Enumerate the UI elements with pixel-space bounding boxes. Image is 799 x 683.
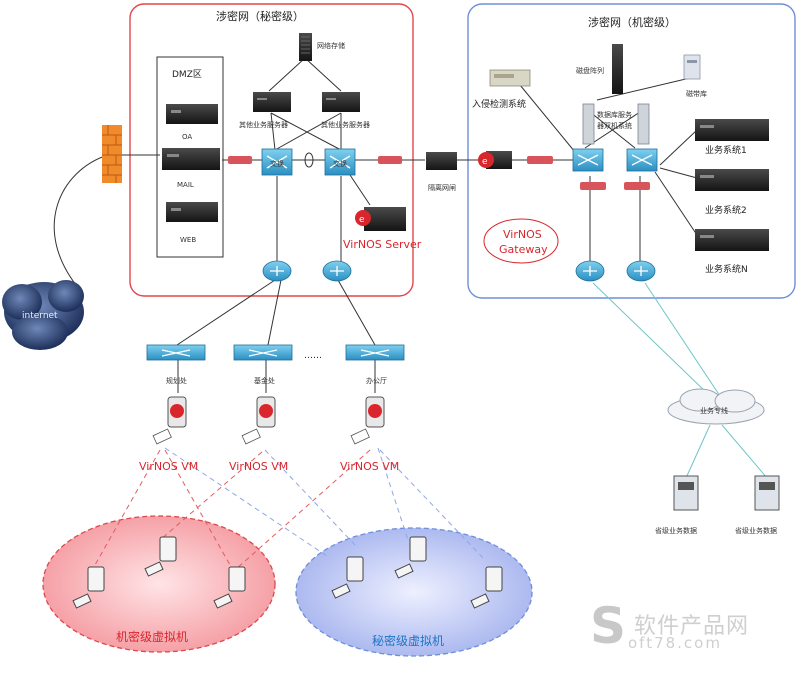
core-switch-a-label: 交换 — [270, 159, 284, 168]
biz-system-1-icon — [695, 119, 769, 141]
virnos-gateway-bubble — [483, 218, 559, 264]
vm-client-2-icon — [241, 396, 276, 445]
provincial-label-1: 省级业务数据 — [655, 526, 697, 535]
ids-label: 入侵检测系统 — [472, 98, 526, 110]
secret-zone-title: 涉密网（秘密级） — [216, 9, 304, 23]
svg-text:e: e — [359, 215, 365, 225]
access-switch-left-a — [262, 260, 292, 282]
branch-switch-1 — [146, 344, 206, 361]
server-b-icon — [322, 92, 360, 112]
dedicated-lines — [592, 282, 768, 479]
watermark-logo-letter: S — [590, 597, 627, 655]
confidential-zone-box — [467, 3, 796, 299]
dmz-server-mail — [162, 148, 220, 170]
provincial-server-1-icon — [673, 475, 699, 511]
biz-system-2-label: 业务系统2 — [705, 204, 747, 216]
dmz-server-oa — [166, 104, 218, 124]
tape-library-label: 磁带库 — [686, 89, 707, 98]
firewall-icon — [102, 125, 122, 183]
vm-client-3-icon — [350, 396, 385, 445]
vm-label-2: VirNOS VM — [229, 460, 288, 473]
pool-terminal-icons — [72, 536, 503, 609]
secret-zone-box — [129, 3, 414, 297]
dmz-server-web — [166, 202, 218, 222]
gatekeeper-label: 隔离网闸 — [428, 183, 456, 192]
server-a-label: 其他业务服务器 — [239, 120, 288, 129]
vm-client-1-icon — [152, 396, 187, 445]
internet-label: internet — [22, 311, 58, 321]
branch-dots: …… — [304, 351, 322, 361]
vm-label-1: VirNOS VM — [139, 460, 198, 473]
virnos-server-label: VirNOS Server — [343, 238, 422, 251]
virnos-gateway-label-1: VirNOS — [503, 228, 542, 241]
vm-links — [94, 447, 486, 571]
dmz-oa-label: OA — [182, 133, 192, 141]
branch-switch-2 — [233, 344, 293, 361]
dmz-box — [156, 56, 224, 258]
biz-system-n-icon — [695, 229, 769, 251]
core-switch-a-icon — [261, 148, 293, 176]
confidential-vm-pool — [42, 515, 276, 653]
confidential-zone-title: 涉密网（机密级） — [588, 15, 676, 29]
tape-library-icon — [683, 54, 701, 80]
link-module-icons — [228, 156, 650, 190]
biz-system-n-label: 业务系统N — [705, 263, 748, 275]
biz-system-1-label: 业务系统1 — [705, 144, 747, 156]
right-switch-a-icon — [572, 148, 604, 172]
virnos-gateway-label-2: Gateway — [499, 243, 548, 256]
biz-system-2-icon — [695, 169, 769, 191]
access-switch-left-b — [322, 260, 352, 282]
dmz-title: DMZ区 — [172, 69, 202, 80]
svg-text:e: e — [482, 157, 488, 167]
network-storage-label: 网络存储 — [317, 41, 345, 50]
server-b-label: 其他业务服务器 — [321, 120, 370, 129]
access-switch-right-a — [575, 260, 605, 282]
watermark-title: 软件产品网 — [634, 614, 750, 639]
core-switch-b-icon — [324, 148, 356, 176]
provincial-server-2-icon — [754, 475, 780, 511]
right-switch-b-icon — [626, 148, 658, 172]
watermark-url: oft78.com — [628, 634, 722, 652]
disk-array-label: 磁盘阵列 — [576, 66, 604, 75]
confidential-vm-pool-label: 机密级虚拟机 — [116, 629, 188, 644]
virnos-server-icon: e — [355, 207, 406, 231]
virnos-gateway-icon: e — [478, 151, 512, 169]
disk-array-icon — [612, 44, 623, 94]
db-cluster-label-2: 器双机系统 — [597, 121, 632, 130]
provincial-label-2: 省级业务数据 — [735, 526, 777, 535]
branch-switch-3 — [345, 344, 405, 361]
branch-3-label: 办公厅 — [366, 376, 387, 385]
gatekeeper-icon — [426, 152, 457, 170]
internet-cloud: internet — [2, 280, 84, 350]
network-storage-icon — [299, 33, 312, 61]
branch-1-label: 规划处 — [166, 376, 187, 385]
core-switch-b-label: 交换 — [333, 159, 347, 168]
db-cluster-icon — [582, 103, 650, 145]
secret-vm-pool-label: 秘密级虚拟机 — [372, 633, 444, 648]
db-cluster-label-1: 数据库服务 — [597, 110, 632, 119]
dedicated-line-label: 业务专线 — [700, 406, 728, 415]
server-a-icon — [253, 92, 291, 112]
ids-icon — [489, 69, 531, 87]
vm-label-3: VirNOS VM — [340, 460, 399, 473]
heartbeat-link-icon — [304, 152, 314, 168]
branch-2-label: 基金处 — [254, 376, 275, 385]
access-switch-right-b — [626, 260, 656, 282]
dedicated-line-cloud — [667, 388, 765, 425]
dmz-web-label: WEB — [180, 236, 196, 244]
dmz-mail-label: MAIL — [177, 181, 194, 189]
